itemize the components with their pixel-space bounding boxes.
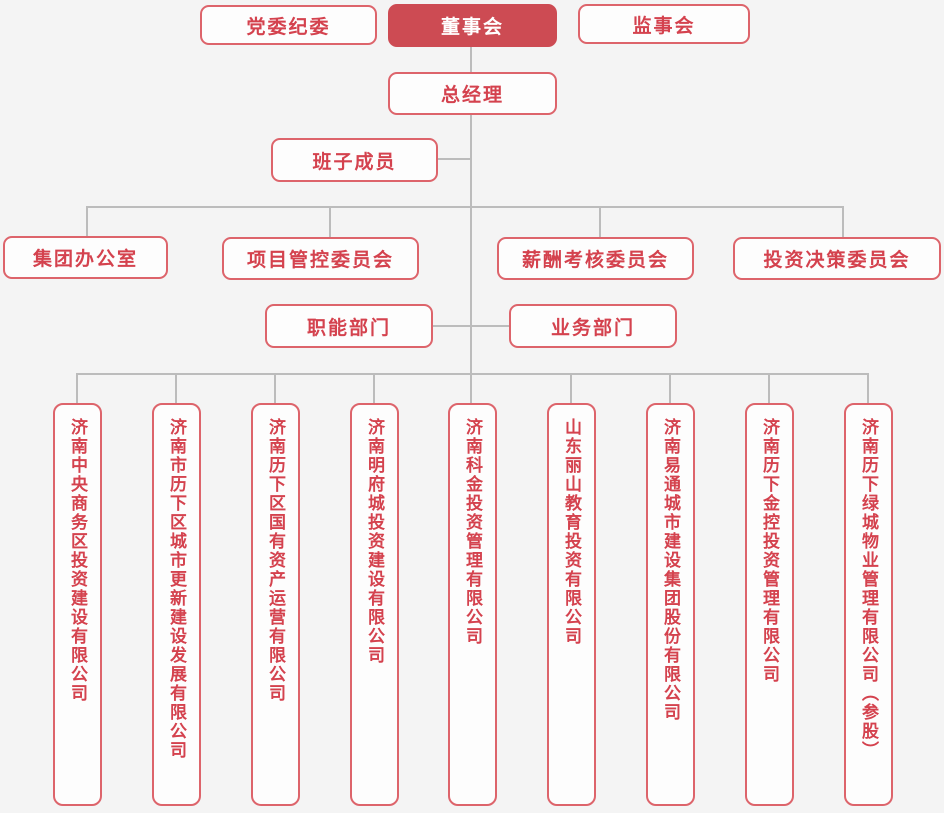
node-label: 业务部门 xyxy=(550,317,635,339)
node-label: 济南科金投资管理有限公司 xyxy=(463,418,482,646)
connector-departments xyxy=(433,325,510,327)
node-label: 薪酬考核委员会 xyxy=(521,250,669,271)
node-label: 总经理 xyxy=(440,85,504,106)
connector-subsidiary-drop xyxy=(76,373,78,403)
subsidiary-node: 济南历下区国有资产运营有限公司 xyxy=(251,403,300,806)
node-label: 济南历下金控投资管理有限公司 xyxy=(760,418,779,684)
node-label: 职能部门 xyxy=(306,317,391,339)
party-discipline-committee-node: 党委纪委 xyxy=(200,5,377,45)
subsidiary-node: 济南易通城市建设集团股份有限公司 xyxy=(646,403,695,806)
node-label: 监事会 xyxy=(632,15,696,37)
node-label: 济南中央商务区投资建设有限公司 xyxy=(68,418,87,703)
business-departments-node: 业务部门 xyxy=(509,304,677,348)
connector-committee-drop xyxy=(842,206,844,237)
connector-subsidiary-drop xyxy=(867,373,869,403)
connector-subsidiary-drop xyxy=(768,373,770,403)
node-label: 党委纪委 xyxy=(246,16,331,38)
node-label: 山东丽山教育投资有限公司 xyxy=(562,418,581,646)
subsidiary-node: 济南历下金控投资管理有限公司 xyxy=(745,403,794,806)
node-label: 济南历下区国有资产运营有限公司 xyxy=(266,418,285,703)
subsidiary-node: 济南科金投资管理有限公司 xyxy=(448,403,497,806)
node-label: 济南历下绿城物业管理有限公司（参股） xyxy=(859,418,878,760)
node-label: 济南明府城投资建设有限公司 xyxy=(365,418,384,665)
functional-departments-node: 职能部门 xyxy=(265,304,433,348)
node-label: 济南市历下区城市更新建设发展有限公司 xyxy=(167,418,186,760)
connector-committee-drop xyxy=(329,206,331,237)
connector-committee-rail xyxy=(86,206,844,208)
general-manager-node: 总经理 xyxy=(388,72,557,115)
node-label: 集团办公室 xyxy=(32,249,138,270)
connector-subsidiary-drop xyxy=(373,373,375,403)
connector-subsidiary-drop xyxy=(669,373,671,403)
subsidiary-node: 济南市历下区城市更新建设发展有限公司 xyxy=(152,403,201,806)
group-office-node: 集团办公室 xyxy=(3,236,168,279)
node-label: 董事会 xyxy=(440,17,504,38)
leadership-team-node: 班子成员 xyxy=(271,138,438,182)
connector-trunk xyxy=(470,115,472,403)
node-label: 济南易通城市建设集团股份有限公司 xyxy=(661,418,680,722)
connector-subsidiary-drop xyxy=(570,373,572,403)
connector-subsidiary-drop xyxy=(274,373,276,403)
connector-subsidiary-drop xyxy=(175,373,177,403)
connector-subsidiary-rail xyxy=(76,373,869,375)
subsidiary-node: 山东丽山教育投资有限公司 xyxy=(547,403,596,806)
project-control-committee-node: 项目管控委员会 xyxy=(222,237,419,280)
investment-decision-committee-node: 投资决策委员会 xyxy=(733,237,941,280)
node-label: 投资决策委员会 xyxy=(763,250,911,271)
node-label: 班子成员 xyxy=(312,151,397,173)
connector-leadership-team xyxy=(438,158,472,160)
connector-committee-drop xyxy=(599,206,601,237)
subsidiary-node: 济南明府城投资建设有限公司 xyxy=(350,403,399,806)
supervisory-board-node: 监事会 xyxy=(578,4,750,44)
board-of-directors-node: 董事会 xyxy=(388,4,557,47)
connector-committee-drop xyxy=(86,206,88,237)
subsidiary-node: 济南中央商务区投资建设有限公司 xyxy=(53,403,102,806)
connector-board-to-gm xyxy=(470,47,472,72)
compensation-assessment-committee-node: 薪酬考核委员会 xyxy=(497,237,694,280)
subsidiary-node: 济南历下绿城物业管理有限公司（参股） xyxy=(844,403,893,806)
node-label: 项目管控委员会 xyxy=(246,250,394,271)
